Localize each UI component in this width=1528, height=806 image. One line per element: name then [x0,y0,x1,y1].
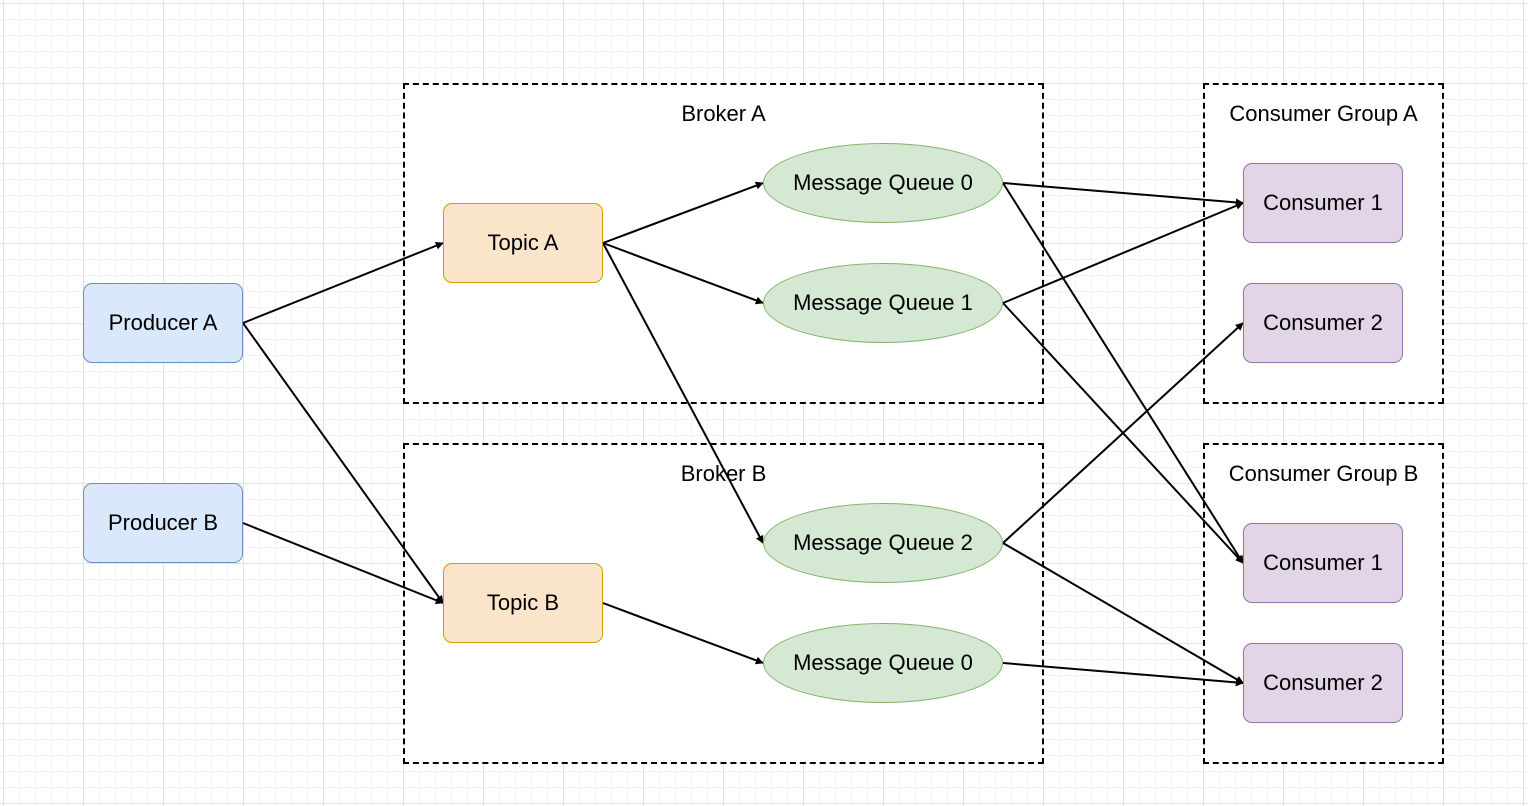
consumer-label: Consumer 2 [1263,670,1383,695]
edge-queue-b2-to-consumer-group-a-consumer-2[interactable] [1002,322,1244,544]
edge-topic-a-to-queue-b2[interactable] [602,242,764,544]
queue-a1[interactable]: Message Queue 1 [763,263,1003,343]
edge-producer-a-to-topic-b[interactable] [242,322,444,604]
topic-a[interactable]: Topic A [443,203,603,283]
consumer-label: Consumer 1 [1263,550,1383,575]
topic-b[interactable]: Topic B [443,563,603,643]
consumer-group-a-consumer-1[interactable]: Consumer 1 [1243,163,1403,243]
edge-queue-b0-to-consumer-group-b-consumer-2[interactable] [1002,662,1244,687]
queue-b0-label: Message Queue 0 [793,650,973,675]
edge-queue-a1-to-consumer-group-a-consumer-1[interactable] [1002,202,1244,304]
edge-topic-a-to-queue-a1[interactable] [602,242,764,305]
producer-b-label: Producer B [107,510,219,535]
topic-a-label: Topic A [487,230,559,255]
consumer-label: Consumer 2 [1263,310,1383,335]
queue-a1-label: Message Queue 1 [793,290,973,315]
producer-a[interactable]: Producer A [83,283,243,363]
queue-a0[interactable]: Message Queue 0 [763,143,1003,223]
consumer-group-b-consumer-2[interactable]: Consumer 2 [1243,643,1403,723]
producer-b[interactable]: Producer B [83,483,243,563]
consumer-group-a-label: Consumer Group A [1229,101,1418,126]
queue-b2-label: Message Queue 2 [793,530,973,555]
edge-topic-a-to-queue-a0[interactable] [602,181,764,244]
edge-queue-b2-to-consumer-group-b-consumer-2[interactable] [1002,542,1244,684]
queue-b2[interactable]: Message Queue 2 [763,503,1003,583]
edge-producer-b-to-topic-b[interactable] [242,522,444,605]
consumer-group-b-consumer-1[interactable]: Consumer 1 [1243,523,1403,603]
edge-queue-a0-to-consumer-group-a-consumer-1[interactable] [1002,182,1244,207]
edge-topic-b-to-queue-b0[interactable] [602,602,764,665]
queue-b0[interactable]: Message Queue 0 [763,623,1003,703]
topic-b-label: Topic B [486,590,560,615]
producer-a-label: Producer A [108,310,218,335]
consumer-group-a-consumer-2[interactable]: Consumer 2 [1243,283,1403,363]
broker-b-label: Broker B [680,461,767,486]
consumer-group-b-label: Consumer Group B [1228,461,1419,486]
edge-producer-a-to-topic-a[interactable] [242,241,444,324]
edge-queue-a0-to-consumer-group-b-consumer-1[interactable] [1002,182,1244,564]
queue-a0-label: Message Queue 0 [793,170,973,195]
consumer-label: Consumer 1 [1263,190,1383,215]
broker-a-label: Broker A [681,101,766,126]
